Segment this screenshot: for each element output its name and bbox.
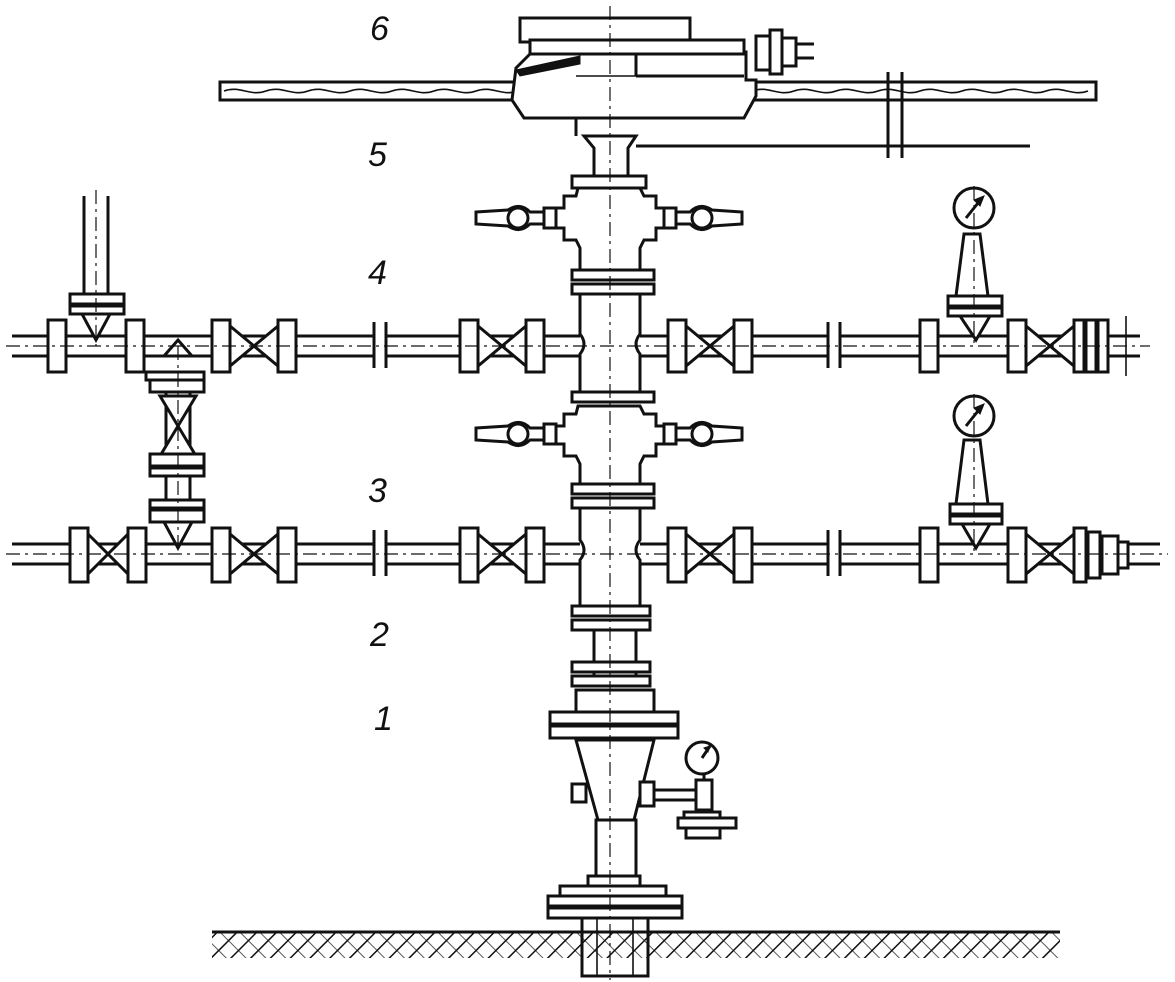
callout-6: 6: [370, 10, 389, 48]
handwheel-right: [674, 421, 744, 447]
callout-1: 1: [374, 700, 393, 738]
callout-2: 2: [369, 616, 389, 654]
handwheel-left: [474, 421, 546, 447]
tubing-spool: [570, 604, 652, 688]
rotary-unit: [510, 16, 814, 120]
centerlines: [6, 6, 1168, 980]
swab-valve: [474, 174, 744, 272]
top-adapter: [574, 116, 1030, 178]
callout-4: 4: [368, 254, 387, 292]
pressure-gauge-icon: [684, 740, 720, 776]
upper-flowline: [12, 186, 1140, 394]
casing-head-flanges: [546, 818, 684, 920]
tubing-head: [548, 688, 738, 840]
callout-3: 3: [368, 472, 387, 510]
ground: [212, 930, 1060, 958]
upper-cross: [570, 268, 656, 394]
callout-5: 5: [368, 136, 387, 174]
bypass-connection: [148, 392, 206, 552]
lower-master-valve: [474, 390, 744, 486]
